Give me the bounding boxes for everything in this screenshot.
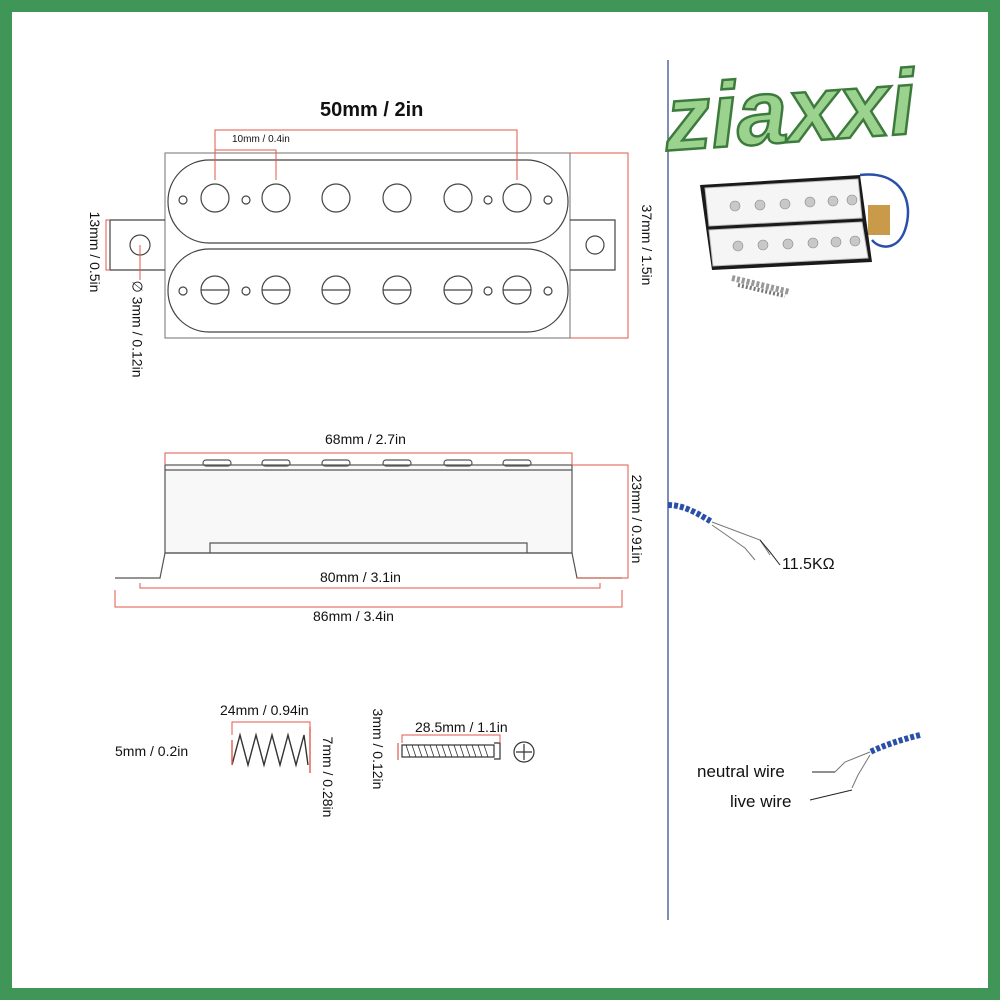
top-view-dimensions	[105, 129, 629, 339]
screw-length-dim	[401, 734, 501, 743]
brand-watermark: ziaxxi	[659, 60, 922, 170]
top-view-pickup	[109, 152, 616, 339]
screw-head-icon	[513, 741, 535, 763]
upper-pole-slugs	[178, 183, 553, 213]
resistance-pointer	[759, 539, 781, 566]
spacing-dim-line	[214, 149, 277, 180]
pole-slug	[200, 183, 230, 213]
phillips-cross-icon	[516, 744, 532, 760]
baseplate-dim	[139, 583, 601, 589]
photo-poles	[729, 194, 861, 252]
cover-screw-dot	[543, 195, 553, 205]
spring-length-dim	[231, 721, 311, 735]
screw	[397, 734, 535, 763]
wire-strands-2	[834, 751, 871, 789]
mount-ear-photo	[868, 205, 890, 235]
cover-side	[164, 464, 573, 554]
hole-label: ∅ 3mm / 0.12in	[129, 280, 146, 378]
side-view-dimensions	[114, 452, 629, 608]
spring-length-label: 24mm / 0.94in	[220, 702, 309, 718]
mount-ear-left	[109, 219, 165, 271]
cover-screw-dot	[483, 286, 493, 296]
cover-screw-dot	[241, 195, 251, 205]
wire-blue-2	[868, 732, 921, 755]
resistance-wire	[667, 502, 781, 566]
pole-slug	[261, 183, 291, 213]
width-label: 50mm / 2in	[320, 99, 424, 121]
depth-label: 23mm / 0.91in	[629, 474, 645, 564]
resistance-label: 11.5KΩ	[782, 556, 835, 573]
coil-lower	[167, 248, 569, 333]
cover-screw-dot	[241, 286, 251, 296]
pole-slug	[382, 183, 412, 213]
cover-screw-dot	[483, 195, 493, 205]
screw-diameter-label: 3mm / 0.12in	[370, 708, 386, 790]
spring-inner-label: 5mm / 0.2in	[115, 743, 189, 759]
cover-length-dim	[164, 452, 573, 465]
pole-tops	[202, 459, 532, 467]
tab-label: 13mm / 0.5in	[87, 211, 103, 293]
cover-length-label: 68mm / 2.7in	[325, 431, 406, 447]
cover-screw-dot	[543, 286, 553, 296]
screw-thread	[405, 744, 489, 758]
spring	[231, 721, 311, 773]
lower-pole-screws	[178, 275, 553, 305]
spring-coils	[231, 732, 309, 768]
pole-slug	[502, 183, 532, 213]
mount-hole-right	[585, 235, 605, 255]
live-pointer	[809, 789, 853, 801]
pickup-photo	[700, 173, 910, 298]
height-dim-line	[570, 152, 629, 339]
lead-wires	[809, 732, 921, 801]
pole-slug	[321, 183, 351, 213]
cover-screw-dot	[178, 195, 188, 205]
lead-wire	[859, 173, 910, 248]
screw-length-label: 28.5mm / 1.1in	[415, 719, 508, 735]
spring-outer-label: 7mm / 0.28in	[320, 736, 336, 818]
side-view-pickup	[115, 459, 622, 579]
coil-upper	[167, 159, 569, 244]
watermark-text: ziaxxi	[660, 60, 921, 170]
screw-head	[494, 742, 501, 760]
baseplate-label: 80mm / 3.1in	[320, 569, 401, 585]
depth-dim	[572, 464, 629, 579]
spacing-label: 10mm / 0.4in	[232, 134, 290, 145]
neutral-wire-label: neutral wire	[697, 762, 785, 781]
tab-dim-line	[105, 219, 110, 271]
mount-ear-right	[570, 219, 616, 271]
screws-photo	[731, 275, 791, 295]
pole-slug	[443, 183, 473, 213]
bobbin-edge	[209, 542, 528, 553]
wire-blue	[667, 502, 714, 525]
live-wire-label: live wire	[730, 792, 792, 811]
overall-dim	[114, 590, 623, 608]
cover-screw-dot	[178, 286, 188, 296]
overall-label: 86mm / 3.4in	[313, 608, 394, 624]
height-label: 37mm / 1.5in	[639, 204, 655, 286]
